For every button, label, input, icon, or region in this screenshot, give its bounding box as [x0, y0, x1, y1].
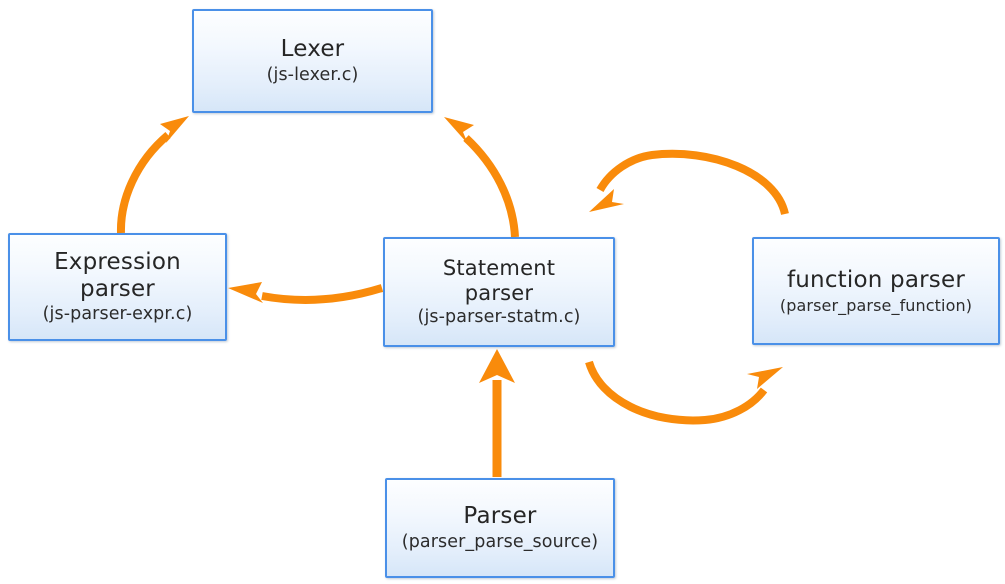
edge-statm-to-expr: [228, 282, 384, 304]
edge-statm-to-function: [585, 360, 783, 425]
node-parser-title: Parser: [463, 503, 537, 530]
node-lexer-title: Lexer: [280, 36, 345, 63]
node-lexer[interactable]: Lexer (js-lexer.c): [192, 9, 433, 113]
node-lexer-subtitle: (js-lexer.c): [266, 64, 359, 85]
node-parser-subtitle: (parser_parse_source): [401, 531, 599, 552]
node-expression-parser-subtitle: (js-parser-expr.c): [42, 304, 193, 325]
node-function-parser-subtitle: (parser_parse_function): [779, 295, 973, 315]
node-parser[interactable]: Parser (parser_parse_source): [385, 478, 615, 578]
node-statement-parser[interactable]: Statement parser (js-parser-statm.c): [383, 237, 615, 347]
edge-function-to-statm: [589, 149, 789, 216]
node-expression-parser-title: Expression parser: [54, 248, 181, 302]
node-function-parser-title: function parser: [786, 267, 965, 294]
edge-expr-to-lexer: [116, 116, 189, 234]
edge-statm-to-lexer: [444, 117, 519, 238]
node-statement-parser-title: Statement parser: [442, 256, 556, 305]
node-expression-parser[interactable]: Expression parser (js-parser-expr.c): [8, 233, 227, 341]
edge-parser-to-statm: [479, 349, 515, 477]
node-statement-parser-subtitle: (js-parser-statm.c): [417, 306, 581, 327]
node-function-parser[interactable]: function parser (parser_parse_function): [752, 237, 1000, 345]
